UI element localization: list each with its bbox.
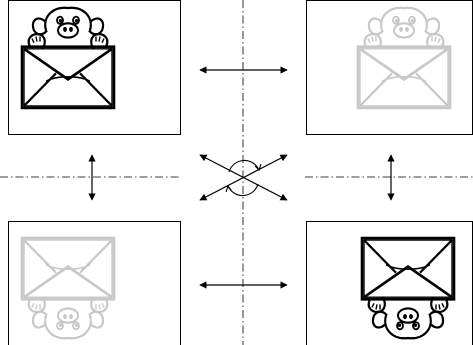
panel-top-right [306,0,473,135]
panel-bottom-left [8,221,181,345]
rotation-circle-icon [225,159,262,197]
panel-top-left [8,0,181,135]
diagonal-cross-arrows [199,154,288,201]
panel-bottom-right [306,221,473,345]
